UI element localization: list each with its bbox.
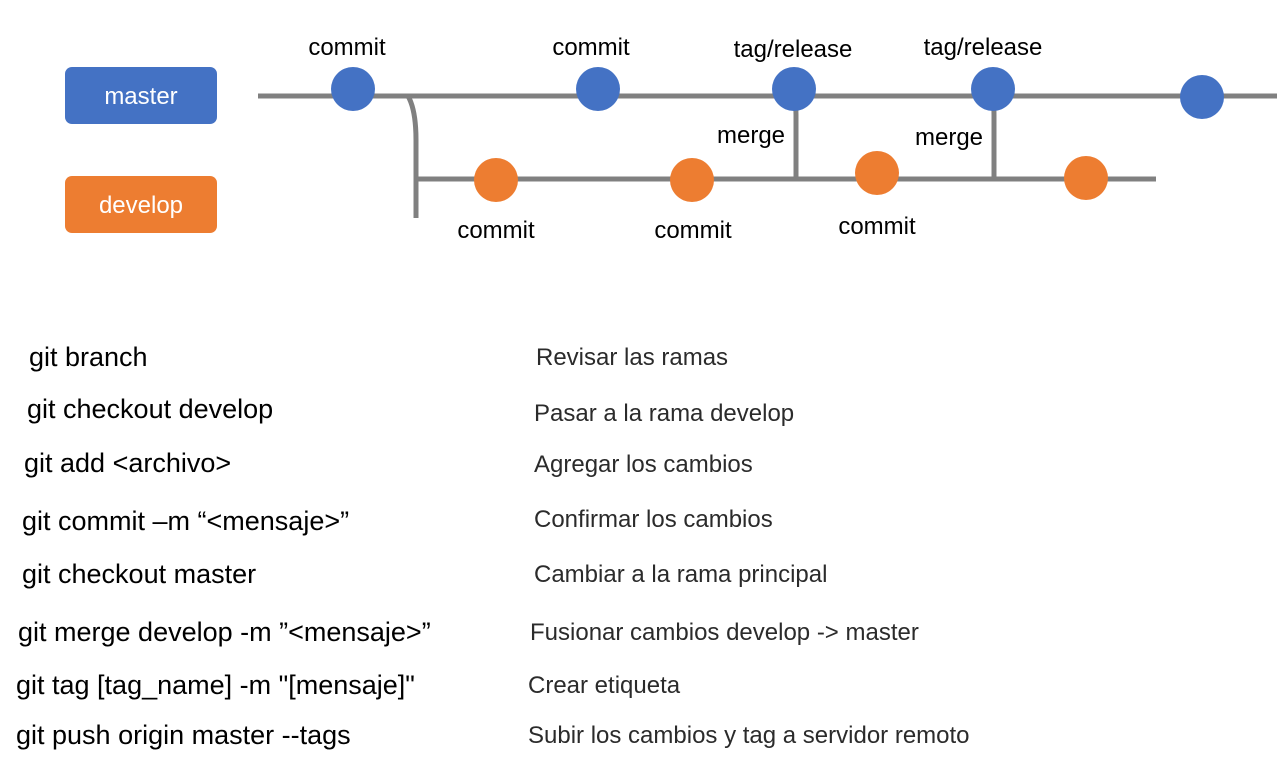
command-description: Confirmar los cambios xyxy=(534,506,773,533)
command-text: git push origin master --tags xyxy=(16,720,351,750)
command-text: git checkout master xyxy=(22,559,257,589)
develop-commit-node xyxy=(474,158,518,202)
command-description: Pasar a la rama develop xyxy=(534,400,795,427)
tag-release-label: tag/release xyxy=(924,34,1043,61)
develop-commit-label: commit xyxy=(457,217,535,244)
develop-commit-label: commit xyxy=(838,213,916,240)
develop-commits xyxy=(474,151,1108,202)
command-description: Fusionar cambios develop -> master xyxy=(530,619,919,646)
command-description: Revisar las ramas xyxy=(536,344,729,371)
command-text: git checkout develop xyxy=(27,394,274,424)
develop-commit-label: commit xyxy=(654,217,732,244)
merge-label: merge xyxy=(915,124,983,151)
develop-commit-node xyxy=(855,151,899,195)
diagram-labels: commit commit tag/release tag/release me… xyxy=(308,34,1042,244)
master-commit-node xyxy=(576,67,620,111)
master-commit-node xyxy=(772,67,816,111)
branch-off-line xyxy=(405,94,419,218)
command-description: Crear etiqueta xyxy=(528,672,681,699)
master-commit-label: commit xyxy=(308,34,386,61)
command-text: git add <archivo> xyxy=(24,448,232,478)
develop-commit-node xyxy=(1064,156,1108,200)
develop-branch-label: develop xyxy=(65,176,217,233)
branch-lines xyxy=(258,93,1277,218)
merge-label: merge xyxy=(717,122,785,149)
master-commits xyxy=(331,67,1224,119)
master-branch-text: master xyxy=(104,83,177,110)
develop-commit-node xyxy=(670,158,714,202)
master-commit-label: commit xyxy=(552,34,630,61)
master-commit-node xyxy=(971,67,1015,111)
command-description: Agregar los cambios xyxy=(534,451,753,478)
command-text: git commit –m “<mensaje>” xyxy=(22,506,350,536)
command-text: git merge develop -m ”<mensaje>” xyxy=(18,617,431,647)
develop-branch-box xyxy=(65,176,217,233)
master-branch-box xyxy=(65,67,217,124)
tag-release-label: tag/release xyxy=(734,36,853,63)
master-commit-node xyxy=(1180,75,1224,119)
command-description: Cambiar a la rama principal xyxy=(534,561,828,588)
master-branch-label: master xyxy=(65,67,217,124)
command-text: git branch xyxy=(29,342,148,372)
command-text: git tag [tag_name] -m "[mensaje]" xyxy=(16,670,415,700)
develop-branch-text: develop xyxy=(99,192,183,219)
command-description: Subir los cambios y tag a servidor remot… xyxy=(528,722,970,749)
master-commit-node xyxy=(331,67,375,111)
